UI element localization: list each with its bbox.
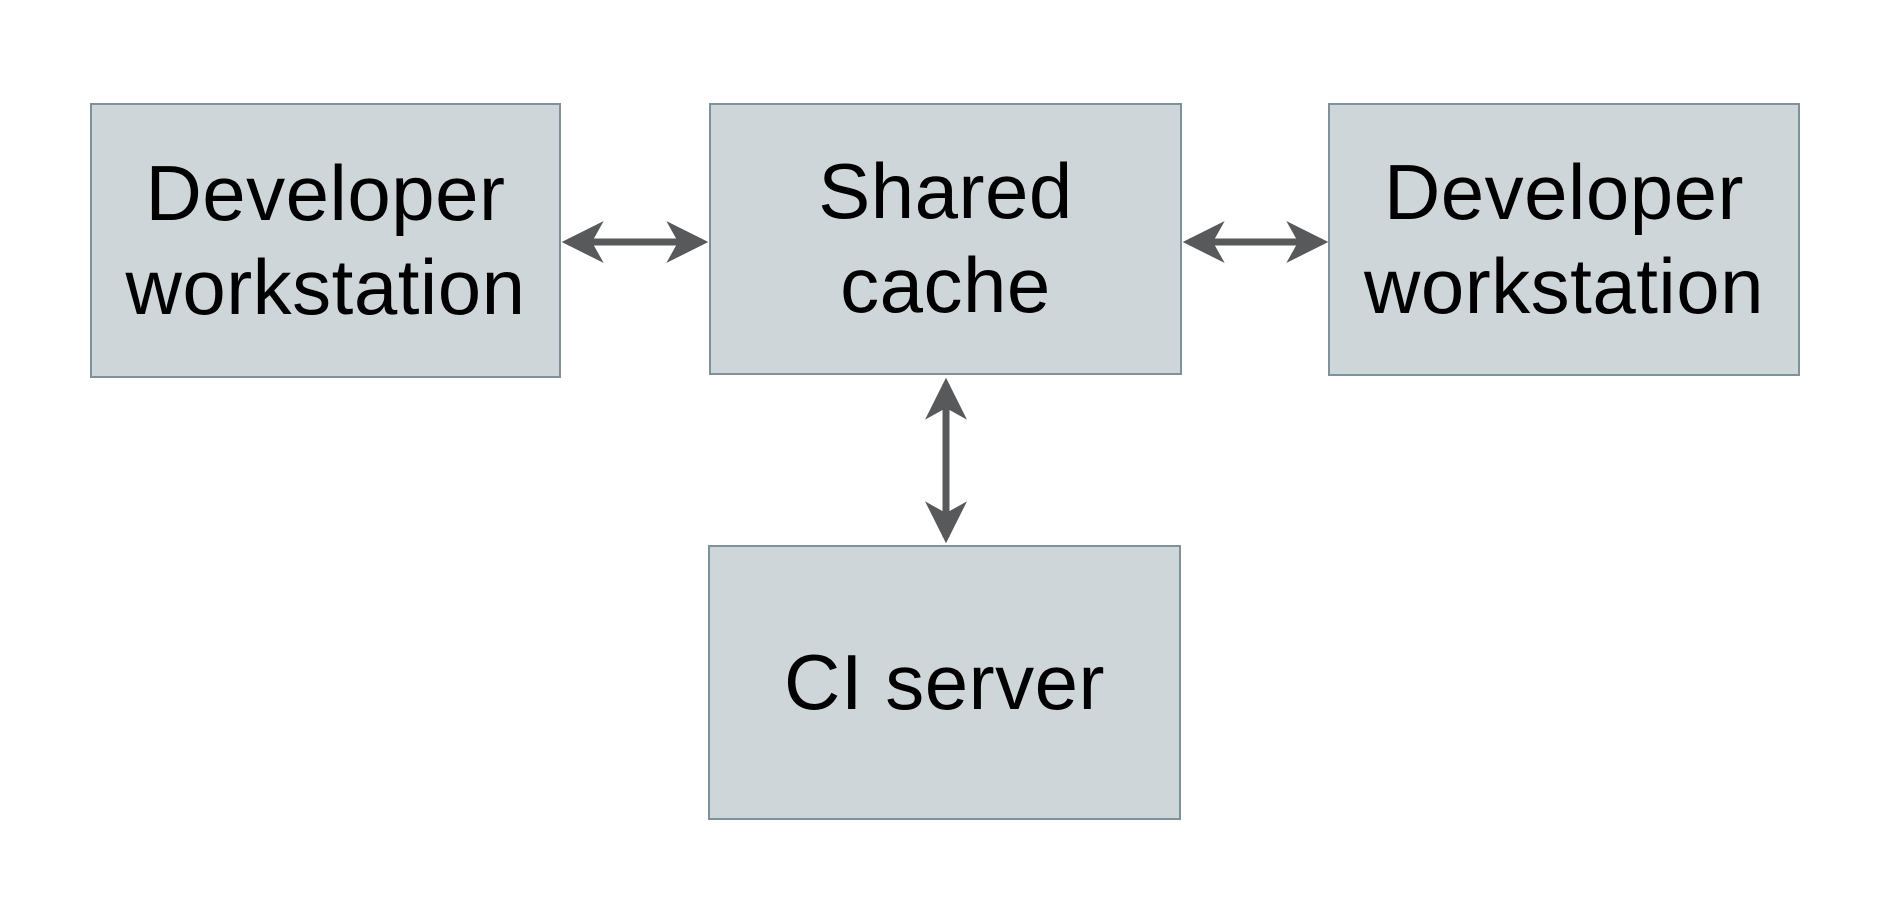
node-developer-workstation-right: Developer workstation	[1328, 103, 1800, 376]
node-label-developer-workstation-right: Developer workstation	[1364, 147, 1764, 330]
node-label-ci-server: CI server	[784, 637, 1105, 726]
node-ci-server: CI server	[708, 545, 1181, 820]
node-shared-cache: Shared cache	[709, 103, 1182, 375]
node-label-shared-cache: Shared cache	[818, 147, 1073, 329]
node-developer-workstation-left: Developer workstation	[90, 103, 561, 378]
node-label-developer-workstation-left: Developer workstation	[125, 148, 526, 331]
